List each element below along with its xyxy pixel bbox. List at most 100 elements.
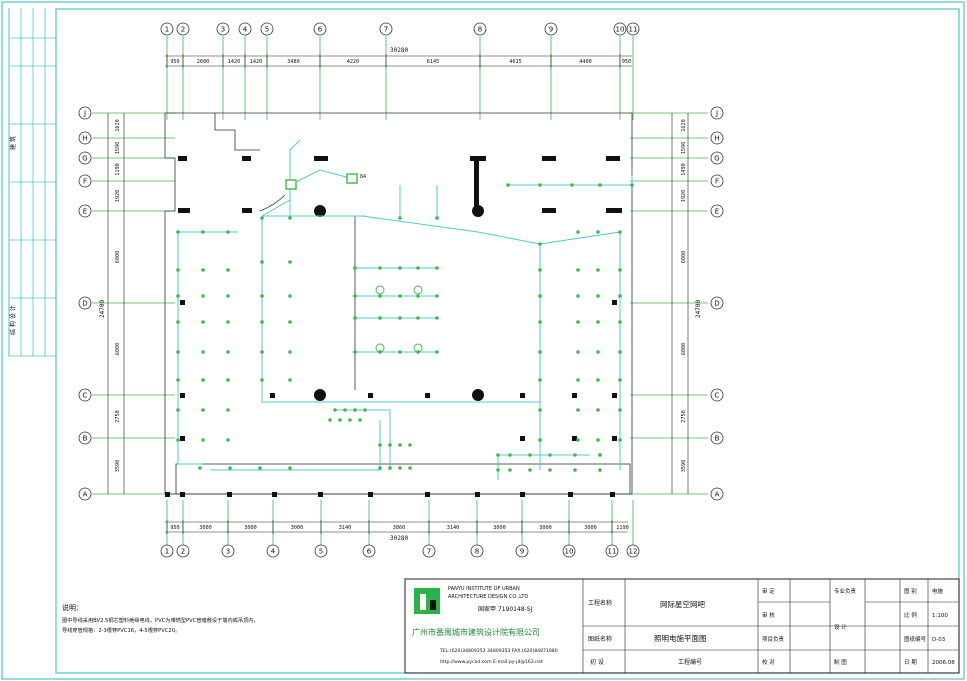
axis-bubble-bottom-5: 5	[314, 544, 328, 558]
svg-text:5: 5	[319, 548, 323, 556]
left-dim-3: 1920	[115, 190, 121, 203]
bottom-dim-10: 1190	[616, 525, 629, 531]
top-total-dim: 30280	[390, 47, 408, 54]
wiring	[177, 139, 633, 480]
sheet-value: D-03	[932, 637, 946, 643]
right-dimension-chain: 24700	[671, 113, 702, 494]
phase-label: 初 设	[590, 658, 604, 666]
bottom-dim-2: 3000	[244, 525, 257, 531]
columns	[165, 156, 622, 497]
axis-bubble-right-B: B	[710, 431, 724, 445]
ceiling-fans	[375, 285, 423, 353]
date-label: 日 期	[904, 659, 917, 666]
svg-text:B: B	[83, 435, 88, 443]
svg-text:3: 3	[221, 26, 225, 34]
draft-label: 制 图	[834, 658, 847, 666]
axis-bubble-bottom-8: 8	[470, 544, 484, 558]
svg-text:6: 6	[318, 26, 323, 34]
svg-text:G: G	[714, 155, 719, 163]
axis-bubble-top-6: 6	[313, 22, 327, 36]
top-dimension-chain: 30280	[165, 47, 632, 67]
institute-cert: 国家甲 7190148-SJ	[478, 605, 533, 613]
axis-bubble-right-G: G	[710, 151, 724, 165]
svg-text:F: F	[715, 178, 719, 186]
notes-line-2: 导线穿管规格：2-3根穿PVC16，4-5根穿PVC20。	[62, 626, 180, 634]
notes-line-1: 图中导线采用BV2.5铜芯塑料绝缘电线，PVC为难燃型PVC管暗敷设于墙内或吊顶…	[62, 616, 259, 624]
left-dim-7: 3590	[115, 460, 121, 473]
project-name: 网际星空网吧	[660, 599, 705, 609]
right-dim-3: 1920	[681, 190, 687, 203]
axis-bubble-right-J: J	[710, 106, 724, 120]
design-label: 设 计	[834, 623, 847, 631]
svg-text:11: 11	[608, 548, 617, 556]
bottom-dimension-chain: 30280	[165, 521, 628, 542]
approve-label: 审 定	[762, 587, 775, 595]
grid-lines	[92, 36, 708, 545]
axis-bubble-top-2: 2	[176, 22, 190, 36]
institute-en-1: PANYU INSTITUTE OF URBAN	[448, 586, 520, 592]
left-dim-0: 1620	[115, 119, 121, 132]
top-dim-5: 4220	[347, 59, 360, 65]
institute-web: http://www.pycad.com E-mail:py-jd@163.ne…	[440, 659, 543, 665]
axis-bubble-left-H: H	[78, 131, 92, 145]
scale-label: 比 例	[904, 611, 917, 619]
notes-heading: 说明：	[62, 603, 83, 612]
svg-text:7: 7	[427, 548, 431, 556]
review-label: 审 核	[762, 611, 775, 619]
axis-bubble-top-8: 8	[473, 22, 487, 36]
axis-bubble-left-F: F	[78, 174, 92, 188]
top-dim-6: 6145	[427, 59, 440, 65]
bottom-dim-0: 950	[170, 525, 179, 531]
side-label-a: 建 筑	[9, 136, 17, 150]
left-dimension-chain: 24700	[99, 113, 125, 494]
axis-bubble-left-B: B	[78, 431, 92, 445]
svg-text:5: 5	[265, 26, 269, 34]
drawing-no: 电施	[932, 587, 944, 595]
axis-bubble-top-7: 7	[379, 22, 393, 36]
svg-text:J: J	[83, 110, 86, 118]
bottom-dim-9: 3000	[584, 525, 597, 531]
axis-bubble-left-C: C	[78, 388, 92, 402]
institute-en-2: ARCHITECTURE DESIGN CO.,LTD	[448, 594, 528, 600]
axis-bubble-left-D: D	[78, 296, 92, 310]
right-dim-1: 1590	[681, 142, 687, 155]
axis-bubble-top-4: 4	[238, 22, 252, 36]
svg-text:2: 2	[181, 26, 185, 34]
sheet-label: 图纸编号	[904, 635, 927, 643]
side-strip: 建 筑 结 构 设 计	[8, 8, 56, 357]
axis-bubble-bottom-1: 1	[160, 544, 174, 558]
svg-text:D: D	[714, 300, 719, 308]
right-dim-2: 1490	[681, 163, 687, 176]
axis-bubble-top-1: 1	[160, 22, 174, 36]
svg-text:C: C	[715, 392, 720, 400]
svg-text:H: H	[714, 135, 719, 143]
axis-bubble-bottom-2: 2	[176, 544, 190, 558]
top-dim-9: 950	[622, 59, 631, 65]
building-walls	[164, 112, 633, 495]
institute-cn: 广州市番禺城市建筑设计院有限公司	[412, 627, 540, 637]
bottom-dim-7: 3000	[493, 525, 506, 531]
axis-bubble-left-A: A	[78, 487, 92, 501]
institute-tel: TEL:(020)34809353 34809353 FAX:(020)8487…	[439, 648, 558, 654]
right-dim-5: 6000	[681, 343, 687, 356]
svg-text:8: 8	[478, 26, 482, 34]
svg-text:D: D	[82, 300, 87, 308]
svg-text:B: B	[715, 435, 720, 443]
axis-bubble-top-10: 10	[613, 22, 627, 36]
axis-bubble-right-A: A	[710, 487, 724, 501]
person-label: 专业负责	[834, 587, 857, 595]
svg-text:G: G	[82, 155, 87, 163]
left-dim-1: 1590	[115, 142, 121, 155]
right-dim-4: 6000	[681, 251, 687, 264]
project-no-label: 工程编号	[678, 658, 702, 666]
panel-label: 84	[360, 174, 366, 180]
top-dim-7: 4615	[509, 59, 522, 65]
light-fixtures	[176, 183, 634, 472]
